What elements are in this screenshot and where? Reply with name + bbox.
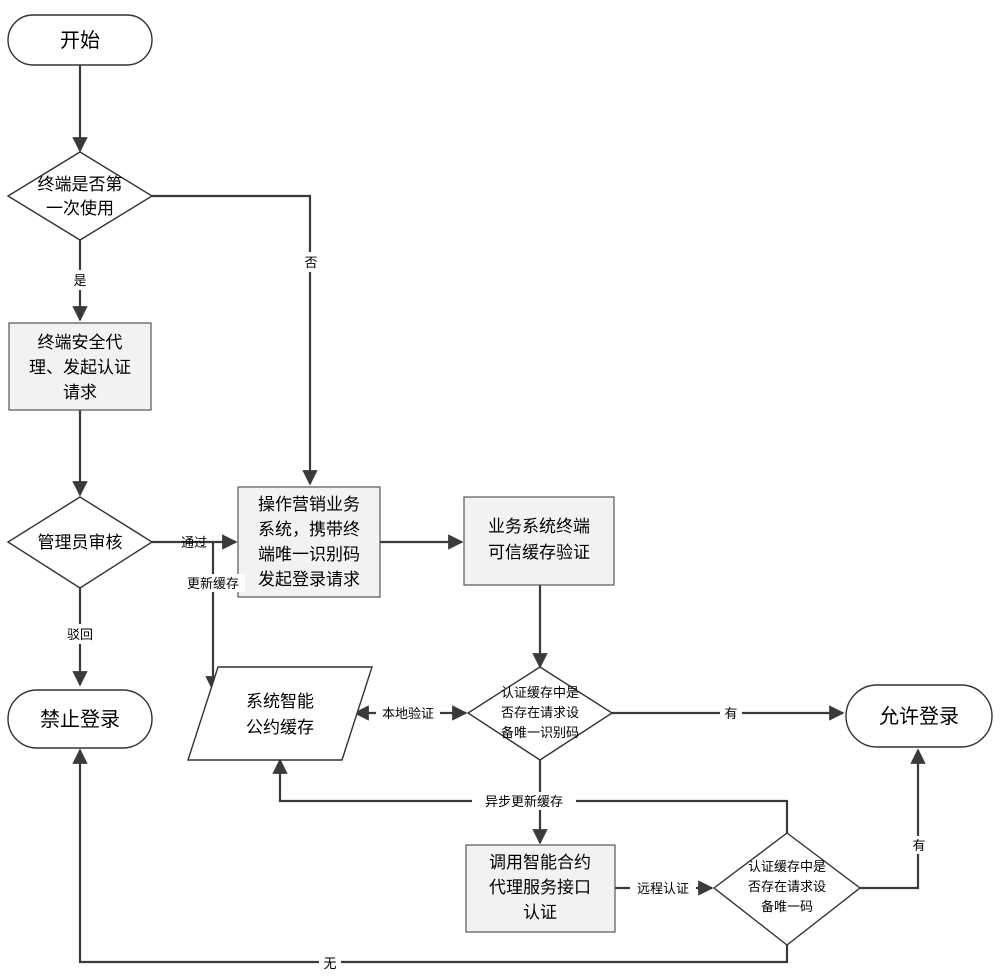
remote-cache-check-decision: 认证缓存中是 否存在请求设 备唯一码 <box>712 832 862 946</box>
contract-cache-line-1: 系统智能 <box>246 692 314 712</box>
start-node: 开始 <box>7 14 153 66</box>
operate-line-4: 发起登录请求 <box>258 570 360 590</box>
local-check-line-2: 否存在请求设 <box>501 706 579 721</box>
edge-label-local-verify: 本地验证 <box>382 706 434 722</box>
trusted-cache-process: 业务系统终端 可信缓存验证 <box>463 496 615 586</box>
forbid-login-label: 禁止登录 <box>40 707 120 731</box>
remote-check-line-1: 认证缓存中是 <box>748 860 826 875</box>
remote-check-line-2: 否存在请求设 <box>748 880 826 895</box>
forbid-login-terminal: 禁止登录 <box>7 689 153 749</box>
edge-first-use-no <box>152 194 318 486</box>
security-agent-line-2: 理、发起认证 <box>29 358 131 378</box>
security-agent-line-1: 终端安全代 <box>38 333 123 353</box>
admin-review-label: 管理员审核 <box>38 533 123 553</box>
edge-label-async-update: 异步更新缓存 <box>485 794 563 810</box>
first-use-line-1: 终端是否第 <box>38 175 123 195</box>
edge-label-has-local: 有 <box>724 707 737 722</box>
edge-remote-has <box>860 748 926 890</box>
security-agent-line-3: 请求 <box>63 383 97 403</box>
remote-check-line-3: 备唯一码 <box>761 899 813 915</box>
local-check-line-1: 认证缓存中是 <box>501 686 579 701</box>
call-proxy-line-1: 调用智能合约 <box>489 853 591 873</box>
call-proxy-line-3: 认证 <box>523 903 557 923</box>
contract-cache-line-2: 公约缓存 <box>246 718 314 738</box>
edge-label-update-cache: 更新缓存 <box>187 576 239 592</box>
edge-label-none: 无 <box>323 957 336 972</box>
admin-review-decision: 管理员审核 <box>6 496 154 589</box>
edge-label-pass: 通过 <box>181 536 207 551</box>
first-use-line-2: 一次使用 <box>46 198 114 219</box>
trusted-cache-line-2: 可信缓存验证 <box>488 543 590 563</box>
allow-login-terminal: 允许登录 <box>845 684 993 748</box>
edge-remote-none <box>72 748 789 964</box>
operate-system-process: 操作营销业务 系统，携带终 端唯一识别码 发起登录请求 <box>237 486 381 598</box>
local-cache-check-decision: 认证缓存中是 否存在请求设 备唯一识别码 <box>466 666 614 761</box>
edge-label-no: 否 <box>304 256 317 271</box>
operate-line-2: 系统，携带终 <box>258 520 360 540</box>
edge-label-has-remote: 有 <box>912 839 925 854</box>
edge-label-remote-verify: 远程认证 <box>637 882 689 897</box>
first-use-decision: 终端是否第 一次使用 <box>6 151 154 241</box>
operate-line-3: 端唯一识别码 <box>258 545 360 565</box>
call-proxy-process: 调用智能合约 代理服务接口 认证 <box>465 844 616 933</box>
local-check-line-3: 备唯一识别码 <box>501 725 579 741</box>
edge-label-reject: 驳回 <box>67 628 93 643</box>
edge-label-yes: 是 <box>73 274 86 289</box>
allow-login-label: 允许登录 <box>879 704 959 728</box>
security-agent-process: 终端安全代 理、发起认证 请求 <box>8 322 152 411</box>
operate-line-1: 操作营销业务 <box>258 495 360 515</box>
contract-cache-data: 系统智能 公约缓存 <box>187 666 373 761</box>
start-label: 开始 <box>60 28 100 52</box>
trusted-cache-line-1: 业务系统终端 <box>488 517 590 537</box>
call-proxy-line-2: 代理服务接口 <box>489 878 591 898</box>
